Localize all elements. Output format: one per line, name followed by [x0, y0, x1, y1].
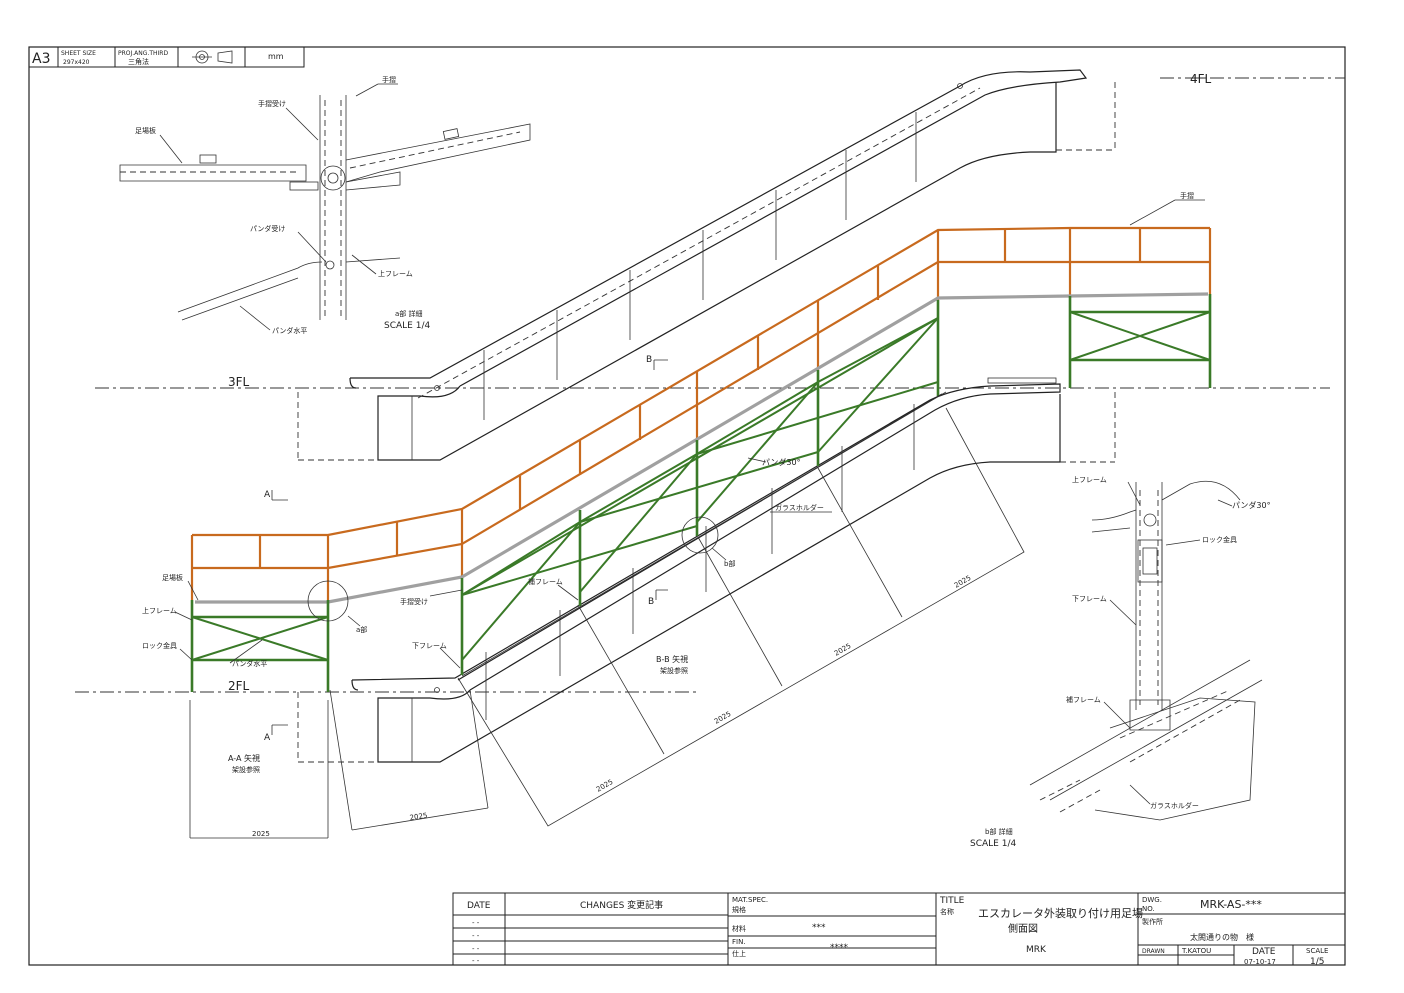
view-markers: A A B B A-A 矢視 架設参照 B-B 矢視 架設参照 [228, 355, 688, 774]
dim-slope-3: 2025 [833, 642, 852, 658]
tb-customer: MRK [1026, 945, 1047, 955]
callout-lock-fitting-main: ロック金具 [142, 641, 177, 650]
marker-a-lower: A [264, 733, 271, 743]
callout-glass-holder-b: ガラスホルダー [1150, 801, 1199, 810]
tb-maker-value: 太閤通りの物 様 [1190, 932, 1254, 942]
callout-handrail-main: 手摺 [1180, 191, 1194, 200]
dim-slope-1: 2025 [595, 778, 614, 794]
tb-fin-label: FIN. [732, 938, 746, 946]
sheet-size-label: SHEET SIZE [61, 50, 96, 57]
callout-aux-frame-b: 補フレーム [1066, 695, 1101, 704]
sheet-size-code: A3 [32, 51, 50, 67]
tb-date-label: DATE [1252, 947, 1276, 957]
callout-panda-horizontal-main: パンダ水平 [232, 659, 267, 668]
callout-handrail-fitting-detail: 手摺受け [258, 99, 286, 108]
callout-lock-fitting-b: ロック金具 [1202, 535, 1237, 544]
tb-no-label: NO. [1142, 905, 1155, 913]
b-detail-title: b部 詳細 [985, 827, 1013, 836]
marker-a-upper: A [264, 490, 271, 500]
marker-b-upper: B [646, 355, 652, 365]
tb-maker-label: 製作所 [1142, 917, 1163, 926]
tb-scale-value: 1/5 [1310, 957, 1324, 967]
tb-title-sub: 名称 [940, 907, 954, 916]
callout-footboard-main: 足場板 [162, 573, 183, 582]
dim-slope-2: 2025 [713, 710, 732, 726]
aa-view-sub: 架設参照 [232, 765, 260, 774]
title-block: DATE CHANGES 変更記事 - - - - - - - - MAT.SP… [452, 892, 1346, 967]
tb-dash-2: - - [472, 932, 480, 940]
callout-footboard-detail: 足場板 [135, 126, 156, 135]
tb-mat-spec-label: MAT.SPEC. [732, 896, 768, 904]
marker-b-lower: B [648, 597, 654, 607]
callout-lower-frame-b: 下フレーム [1072, 595, 1107, 603]
tb-fin-value: **** [830, 943, 849, 953]
callout-handrail-detail: 手摺 [382, 75, 396, 84]
footboard-gray [195, 292, 1209, 604]
callout-b-part: b部 [724, 559, 735, 568]
tb-dwg-label: DWG. [1142, 896, 1162, 904]
tb-dash-4: - - [472, 957, 480, 965]
tb-date-header: DATE [467, 901, 491, 911]
unit-label: mm [268, 52, 284, 61]
bb-view-sub: 架設参照 [660, 666, 688, 675]
level-2fl: 2FL [228, 679, 250, 693]
callout-panda-horizontal-detail: パンダ水平 [272, 326, 307, 335]
callout-handrail-fitting-main: 手摺受け [400, 597, 428, 606]
a-detail-scale: SCALE 1/4 [384, 321, 430, 331]
detail-circle-a [307, 580, 349, 622]
dim-aa: 2025 [252, 830, 270, 838]
tb-drawn-label: DRAWN [1142, 948, 1165, 955]
tb-scale-label: SCALE [1306, 947, 1328, 955]
tb-title-line1: エスカレータ外装取り付け用足場 [978, 907, 1143, 920]
tb-title-label: TITLE [939, 896, 965, 906]
frame-green [190, 294, 1212, 692]
main-callouts: 手摺 足場板 上フレーム ロック金具 パンダ水平 a部 手摺受け 補フレーム 下… [142, 191, 1205, 669]
sheet-border [28, 46, 1346, 966]
aa-view-title: A-A 矢視 [228, 753, 260, 763]
callout-panda30-main: パンダ30° [762, 457, 801, 467]
b-detail-view: 上フレーム パンダ30° ロック金具 下フレーム 補フレーム ガラスホルダー b… [970, 475, 1271, 849]
projection-label: PROJ.ANG.THIRD [118, 50, 168, 57]
tb-dwg-no: MRK-AS-*** [1200, 898, 1262, 911]
tb-dash-3: - - [472, 945, 480, 953]
callout-upper-frame-detail: 上フレーム [378, 269, 413, 278]
tb-dash-1: - - [472, 919, 480, 927]
callout-glass-holder-main: ガラスホルダー [775, 503, 824, 512]
callout-a-part: a部 [356, 625, 367, 634]
callout-aux-frame-main: 補フレーム [528, 577, 563, 586]
tb-material-value: *** [812, 923, 826, 933]
bb-view-title: B-B 矢視 [656, 654, 688, 664]
a-detail-view: 手摺 手摺受け 足場板 パンダ受け 上フレーム パンダ水平 a部 詳細 SCAL… [119, 75, 531, 335]
b-detail-scale: SCALE 1/4 [970, 839, 1016, 849]
third-angle-projection-icon [192, 50, 233, 64]
upper-escalator [297, 69, 1116, 461]
callout-upper-frame-b: 上フレーム [1072, 475, 1107, 484]
tb-drawn-value: T.KATOU [1181, 947, 1211, 955]
callout-panda-fitting-detail: パンダ受け [250, 224, 285, 233]
level-4fl: 4FL [1190, 72, 1212, 86]
dim-lower-landing: 2025 [409, 812, 428, 822]
callout-lower-frame-main: 下フレーム [412, 642, 447, 650]
handrail-orange [190, 226, 1212, 600]
sheet-header: A3 SHEET SIZE 297x420 PROJ.ANG.THIRD 三角法… [28, 46, 305, 68]
callout-panda30-b: パンダ30° [1232, 500, 1271, 510]
dimension-lines: 2025 2025 2025 2025 2025 2025 [189, 407, 1025, 839]
tb-title-line2: 側面図 [1008, 922, 1038, 935]
tb-date-value: 07-10-17 [1244, 958, 1276, 966]
tb-changes-header: CHANGES 変更記事 [580, 899, 663, 911]
level-3fl: 3FL [228, 375, 250, 389]
tb-mat-spec-sub: 規格 [732, 905, 746, 914]
tb-material-label: 材料 [732, 924, 746, 933]
projection-value: 三角法 [128, 57, 149, 66]
a-detail-title: a部 詳細 [395, 309, 423, 318]
callout-upper-frame-main: 上フレーム [142, 606, 177, 615]
detail-circle-b [681, 516, 719, 554]
tb-fin-sub: 仕上 [732, 949, 746, 958]
floor-lines: 4FL 3FL 2FL [75, 72, 1345, 693]
sheet-size-value: 297x420 [63, 59, 90, 66]
